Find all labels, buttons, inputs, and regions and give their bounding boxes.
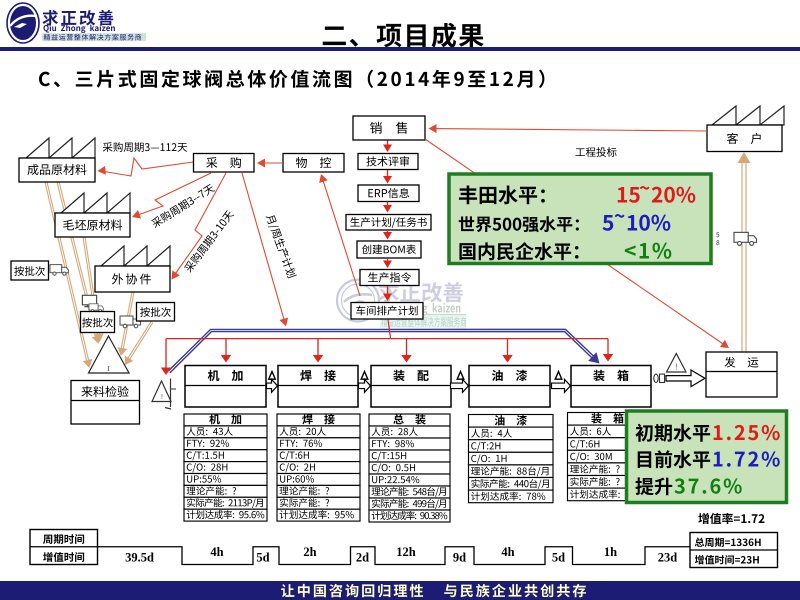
svg-text:!: ! — [675, 362, 677, 372]
svg-text:39.5d: 39.5d — [125, 551, 154, 565]
svg-text:1h: 1h — [604, 545, 617, 559]
svg-text:2h: 2h — [303, 545, 316, 559]
svg-text:4h: 4h — [501, 545, 514, 559]
svg-text:5d: 5d — [552, 551, 565, 565]
svg-text:9d: 9d — [453, 551, 466, 565]
svg-text:23d: 23d — [658, 551, 678, 565]
svg-text:I: I — [107, 365, 110, 373]
svg-text:4h: 4h — [210, 545, 223, 559]
svg-text:2d: 2d — [356, 551, 369, 565]
svg-text:!: ! — [161, 394, 163, 401]
svg-text:5d: 5d — [256, 551, 269, 565]
svg-text:12h: 12h — [396, 545, 416, 559]
